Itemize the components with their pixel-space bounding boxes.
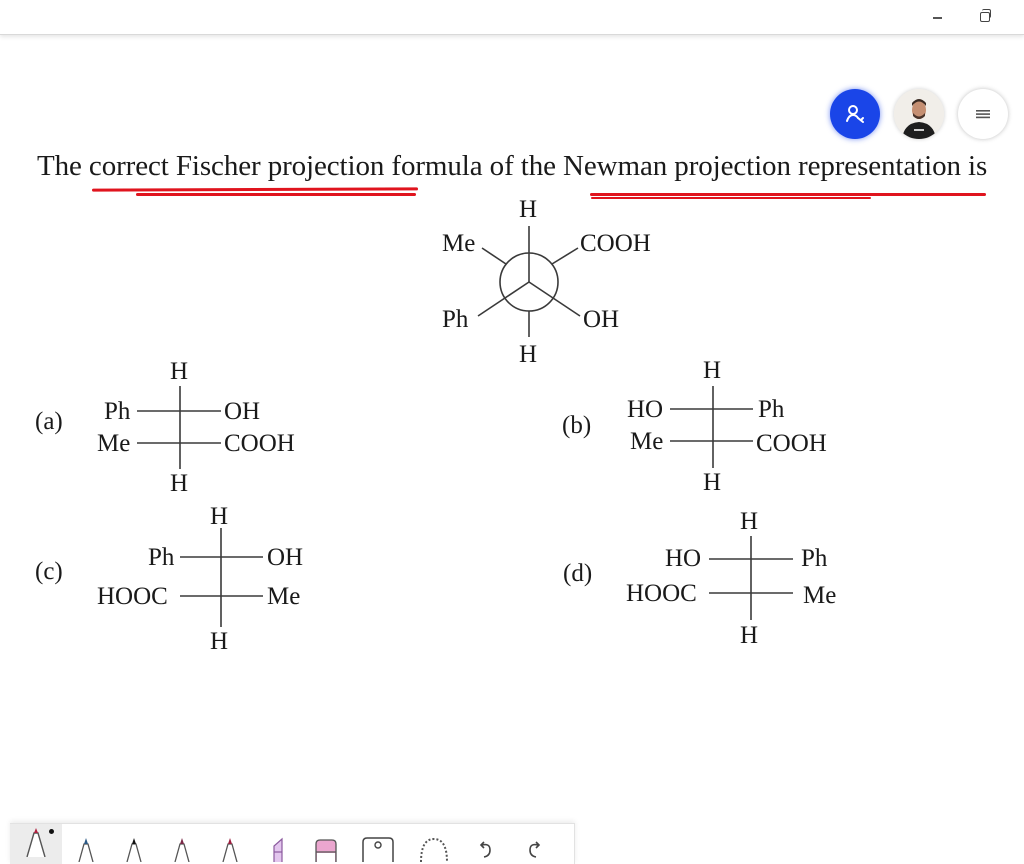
- newman-front-top: H: [519, 196, 537, 223]
- option-b-top: H: [703, 357, 721, 384]
- ink-toolbar: [10, 823, 575, 864]
- option-d-label: (d): [563, 560, 593, 587]
- restore-icon: [980, 9, 991, 22]
- option-c-top: H: [210, 503, 228, 530]
- pen-icon: [222, 838, 238, 862]
- option-c-row2-right: Me: [267, 583, 300, 610]
- hamburger-icon: [976, 110, 990, 119]
- eraser-icon: [315, 839, 337, 862]
- pen-icon: [174, 838, 190, 862]
- option-d-row2-right: Me: [803, 582, 836, 609]
- user-key-icon: [846, 105, 864, 123]
- option-d-row2-left: HOOC: [626, 580, 697, 607]
- option-b-row2-left: Me: [630, 428, 663, 455]
- option-c-row1-right: OH: [267, 544, 303, 571]
- option-a-row1-left: Ph: [104, 398, 131, 425]
- redo-button[interactable]: [510, 824, 558, 864]
- tool-pen-maroon[interactable]: [158, 824, 206, 864]
- option-b-row1-left: HO: [627, 396, 663, 423]
- fischer-option-d: H HO Ph HOOC Me H: [626, 508, 836, 649]
- option-a-label: (a): [35, 408, 63, 435]
- newman-labels: H Me COOH Ph OH H: [442, 196, 651, 368]
- option-c-bottom: H: [210, 628, 228, 655]
- pen-icon: [78, 838, 94, 862]
- pen-icon: [26, 828, 46, 857]
- title-bar: [0, 0, 1024, 35]
- lasso-icon: [420, 837, 448, 862]
- newman-back-upper-left: Me: [442, 230, 475, 257]
- fischer-option-b: H HO Ph Me COOH H: [627, 357, 827, 496]
- share-button[interactable]: [830, 89, 880, 139]
- option-d-bottom: H: [740, 622, 758, 649]
- image-insert-icon: [362, 837, 394, 862]
- option-a-row1-right: OH: [224, 398, 260, 425]
- option-c-row2-left: HOOC: [97, 583, 168, 610]
- ink-underline: [591, 197, 871, 199]
- option-a-row2-left: Me: [97, 430, 130, 457]
- pen-icon: [126, 838, 142, 862]
- active-tool-indicator: [49, 829, 54, 834]
- highlighter-icon: [273, 837, 283, 862]
- ink-underline: [590, 193, 986, 196]
- option-b-bottom: H: [703, 469, 721, 496]
- newman-front-lower-right: OH: [583, 306, 619, 333]
- menu-button[interactable]: [958, 89, 1008, 139]
- option-a-row2-right: COOH: [224, 430, 295, 457]
- option-b-label: (b): [562, 412, 592, 439]
- presenter-avatar-icon: [894, 89, 944, 139]
- newman-front-lower-left: Ph: [442, 306, 469, 333]
- tool-eraser[interactable]: [302, 824, 350, 864]
- option-d-top: H: [740, 508, 758, 535]
- question-text: The correct Fischer projection formula o…: [37, 150, 988, 182]
- minimize-icon: [932, 17, 942, 19]
- option-b-row2-right: COOH: [756, 430, 827, 457]
- tool-pen-blue[interactable]: [62, 824, 110, 864]
- avatar[interactable]: [894, 89, 944, 139]
- undo-icon: [479, 841, 491, 858]
- option-a-bottom: H: [170, 470, 188, 497]
- tool-insert-image[interactable]: [350, 824, 406, 864]
- option-b-row1-right: Ph: [758, 396, 785, 423]
- tool-lasso-select[interactable]: [406, 824, 462, 864]
- option-a-top: H: [170, 358, 188, 385]
- option-d-row1-right: Ph: [801, 545, 828, 572]
- tool-pen-crimson[interactable]: [206, 824, 254, 864]
- minimize-button[interactable]: [926, 6, 948, 28]
- option-c-label: (c): [35, 558, 63, 585]
- option-c-row1-left: Ph: [148, 544, 175, 571]
- restore-button[interactable]: [974, 6, 996, 28]
- newman-back-bottom: H: [519, 341, 537, 368]
- fischer-option-a: H Ph OH Me COOH H: [97, 358, 295, 497]
- newman-projection: [477, 226, 581, 337]
- tool-highlighter[interactable]: [254, 824, 302, 864]
- fischer-option-c: H Ph OH HOOC Me H: [97, 503, 303, 655]
- tool-pen-red[interactable]: [10, 824, 62, 864]
- option-d-row1-left: HO: [665, 545, 701, 572]
- undo-button[interactable]: [462, 824, 510, 864]
- ink-underline: [136, 193, 416, 196]
- tool-pen-black[interactable]: [110, 824, 158, 864]
- newman-back-upper-right: COOH: [580, 230, 651, 257]
- redo-icon: [529, 841, 541, 858]
